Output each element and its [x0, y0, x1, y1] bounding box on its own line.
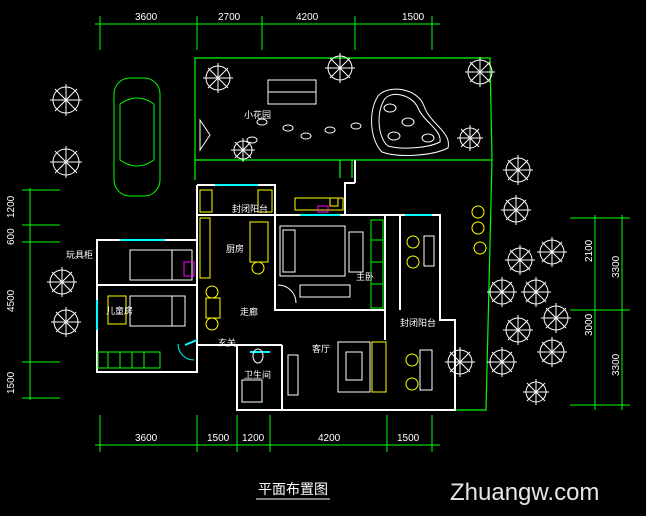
right-dim-outer-1: 3300	[611, 255, 622, 278]
bottom-dim-4: 4200	[318, 433, 341, 444]
drawing-title: 平面布置图	[258, 482, 328, 498]
top-dim-4: 1500	[402, 12, 425, 23]
room-living-room: 客厅	[312, 343, 330, 355]
right-dim-outer-2: 3300	[611, 353, 622, 376]
room-entrance: 玄关	[218, 337, 236, 349]
garden-features	[199, 79, 449, 156]
tree-icons	[47, 53, 571, 405]
watermark: Zhuangw.com	[450, 479, 599, 506]
small-plant-icons	[471, 205, 487, 255]
car-icon	[113, 77, 161, 197]
left-dim-2: 600	[6, 228, 17, 245]
room-master-bedroom: 主卧	[356, 271, 374, 283]
room-kids-room: 儿童房	[106, 305, 133, 317]
room-hallway: 走廊	[240, 306, 258, 318]
room-enclosed-balcony-right: 封闭阳台	[400, 317, 436, 329]
top-dim-1: 3600	[135, 12, 158, 23]
left-dim-1: 1200	[6, 195, 17, 218]
dimension-lines	[22, 16, 630, 452]
right-dim-inner-1: 2100	[584, 239, 595, 262]
bottom-dim-1: 3600	[135, 433, 158, 444]
furniture	[97, 189, 435, 403]
room-toy-cabinet: 玩具柜	[66, 249, 93, 261]
right-dim-inner-2: 3000	[584, 313, 595, 336]
room-kitchen: 厨房	[226, 243, 244, 255]
top-dim-2: 2700	[218, 12, 241, 23]
bottom-dim-5: 1500	[397, 433, 420, 444]
walls	[96, 160, 456, 411]
garden-boundary	[194, 57, 493, 411]
left-dim-3: 4500	[6, 289, 17, 312]
windows	[96, 184, 432, 353]
bottom-dim-3: 1200	[242, 433, 265, 444]
room-garden: 小花园	[244, 109, 271, 121]
bottom-dim-2: 1500	[207, 433, 230, 444]
left-dim-4: 1500	[6, 371, 17, 394]
top-dim-3: 4200	[296, 12, 319, 23]
room-enclosed-balcony-top: 封闭阳台	[232, 203, 268, 215]
room-bathroom: 卫生间	[244, 369, 271, 381]
